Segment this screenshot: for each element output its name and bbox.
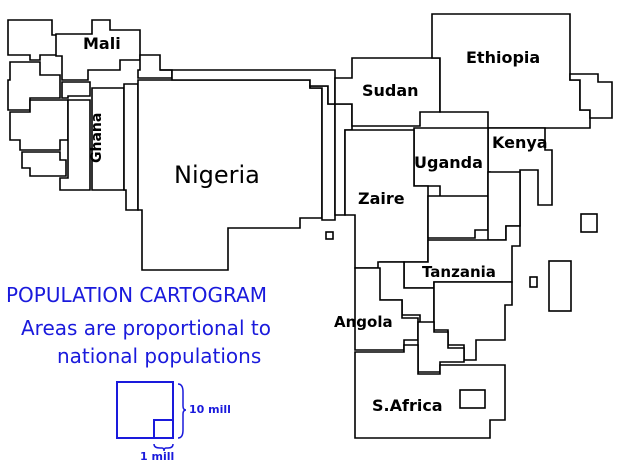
label-uganda: Uganda	[414, 153, 483, 172]
label-zaire: Zaire	[358, 189, 405, 208]
scale-square-10-mill	[116, 381, 174, 439]
map-subtitle-line1: Areas are proportional to	[21, 316, 271, 340]
scale-brace-10-mill	[177, 383, 187, 439]
region-lesotho	[459, 389, 486, 409]
label-nigeria: Nigeria	[174, 161, 260, 189]
scale-brace-1-mill	[153, 443, 174, 452]
region-burkina	[61, 81, 91, 99]
scale-label-1-mill: 1 mill	[140, 450, 175, 463]
label-tanzania: Tanzania	[422, 263, 496, 281]
region-mali	[55, 19, 141, 81]
label-angola: Angola	[334, 313, 393, 331]
map-subtitle-line2: national populations	[57, 344, 262, 368]
region-sudan	[334, 57, 441, 127]
label-ethiopia: Ethiopia	[466, 48, 541, 67]
scale-label-10-mill: 10 mill	[189, 403, 231, 416]
region-niger-area	[137, 54, 173, 79]
region-s-africa	[354, 344, 506, 439]
region-island-small	[325, 231, 334, 240]
label-ghana: Ghana	[89, 112, 105, 163]
region-west-coast-a	[7, 19, 61, 61]
scale-square-1-mill	[153, 419, 174, 439]
region-ivory-coast	[59, 99, 91, 191]
region-island-seychelles	[580, 213, 598, 233]
region-togo-benin	[123, 83, 139, 211]
region-rwanda-burundi	[427, 195, 489, 239]
region-west-coast-c	[9, 99, 69, 151]
region-zimbabwe	[417, 321, 465, 373]
region-somalia	[569, 73, 613, 119]
region-west-coast-b	[7, 61, 61, 111]
region-angola	[354, 267, 419, 351]
region-ethiopia	[431, 13, 591, 129]
label-s-africa: S.Africa	[372, 396, 443, 415]
region-island-comoros	[529, 276, 538, 288]
label-sudan: Sudan	[362, 81, 419, 100]
region-mozambique	[433, 281, 513, 361]
label-mali: Mali	[83, 34, 121, 53]
map-title: POPULATION CARTOGRAM	[6, 283, 267, 307]
label-kenya: Kenya	[492, 133, 548, 152]
region-west-coast-d	[21, 151, 67, 177]
region-madagascar	[548, 260, 572, 312]
